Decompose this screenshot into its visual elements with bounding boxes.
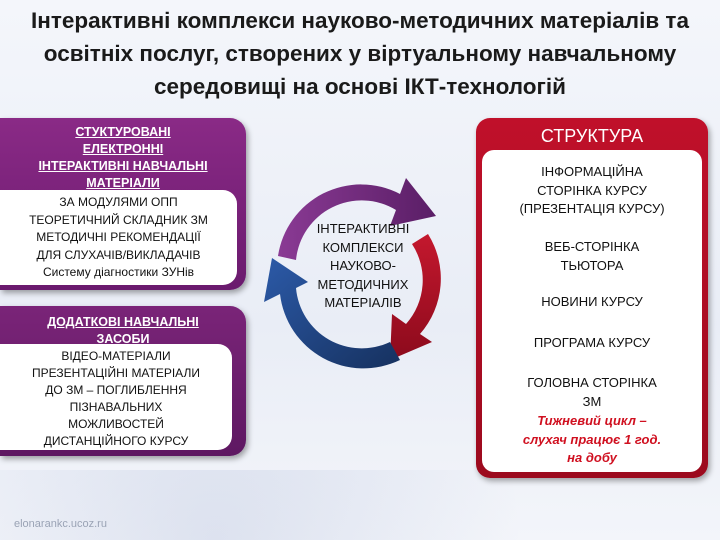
weekly-cycle-note: Тижневий цикл – слухач працює 1 год. на … <box>482 412 702 468</box>
program-item: ПРОГРАМА КУРСУ <box>482 334 702 353</box>
arrow-segment-left <box>264 258 400 369</box>
list-item: ПРЕЗЕНТАЦІЙНІ МАТЕРІАЛИ <box>32 366 200 380</box>
item-line: ІНФОРМАЦІЙНА <box>541 164 643 179</box>
item-line: ГОЛОВНА СТОРІНКА <box>527 375 657 390</box>
list-item: ДИСТАНЦІЙНОГО КУРСУ <box>43 434 189 448</box>
list-item: ДЛЯ СЛУХАЧІВ/ВИКЛАДАЧІВ <box>36 247 201 262</box>
item-line: СТОРІНКА КУРСУ <box>537 182 647 198</box>
info-page-item: ІНФОРМАЦІЙНА СТОРІНКА КУРСУ (ПРЕЗЕНТАЦІЯ… <box>482 163 702 219</box>
center-label: ІНТЕРАКТИВНІ КОМПЛЕКСИ НАУКОВО- МЕТОДИЧН… <box>298 220 428 313</box>
list-item: ПІЗНАВАЛЬНИХ <box>69 400 163 414</box>
item-line: ВЕБ-СТОРІНКА <box>544 239 640 254</box>
heading-line: МАТЕРІАЛИ <box>86 176 160 190</box>
structured-materials-card: ЗА МОДУЛЯМИ ОПП ТЕОРЕТИЧНИЙ СКЛАДНИК ЗМ … <box>0 190 237 285</box>
additional-tools-heading: ДОДАТКОВІ НАВЧАЛЬНІ ЗАСОБИ <box>0 314 246 348</box>
decorative-footer-glow <box>0 470 720 540</box>
list-item: Систему діагностики ЗУНів <box>42 265 195 279</box>
cycle-arrows-icon <box>264 178 441 369</box>
item-line: слухач працює 1 год. <box>522 431 662 447</box>
center-line: МАТЕРІАЛІВ <box>324 295 402 310</box>
item-line: НОВИНИ КУРСУ <box>541 294 643 309</box>
title-line-1: Інтерактивні комплекси науково-методични… <box>31 8 689 33</box>
item-line: (ПРЕЗЕНТАЦІЯ КУРСУ) <box>519 201 665 216</box>
list-item: ЗА МОДУЛЯМИ ОПП <box>59 195 178 209</box>
main-page-item: ГОЛОВНА СТОРІНКА ЗМ <box>482 374 702 411</box>
center-line: ІНТЕРАКТИВНІ <box>316 221 410 236</box>
heading-line: ІНТЕРАКТИВНІ НАВЧАЛЬНІ <box>38 159 208 173</box>
list-item: МЕТОДИЧНІ РЕКОМЕНДАЦІЇ <box>36 230 201 244</box>
heading-line: ЕЛЕКТРОННІ <box>82 142 164 156</box>
item-line: ЗМ <box>582 393 602 409</box>
news-item: НОВИНИ КУРСУ <box>482 293 702 312</box>
arrow-segment-right <box>390 234 441 360</box>
tutor-page-item: ВЕБ-СТОРІНКА ТЬЮТОРА <box>482 238 702 275</box>
center-line: НАУКОВО- <box>330 258 396 273</box>
list-item: ДО ЗМ – ПОГЛИБЛЕННЯ <box>45 383 187 397</box>
heading-line: ЗАСОБИ <box>96 332 150 346</box>
item-line: на добу <box>567 450 617 465</box>
footer-url: elonarankc.ucoz.ru <box>14 518 107 530</box>
list-item: МОЖЛИВОСТЕЙ <box>68 417 164 431</box>
list-item: ВІДЕО-МАТЕРІАЛИ <box>61 349 171 363</box>
item-line: ТЬЮТОРА <box>560 257 624 273</box>
item-line: Тижневий цикл – <box>537 413 647 428</box>
heading-line: СТУКТУРОВАНІ <box>75 125 171 139</box>
structured-materials-heading: СТУКТУРОВАНІ ЕЛЕКТРОННІ ІНТЕРАКТИВНІ НАВ… <box>0 124 246 192</box>
structure-card <box>482 150 702 472</box>
list-item: ТЕОРЕТИЧНИЙ СКЛАДНИК ЗМ <box>29 212 208 227</box>
heading-line: ДОДАТКОВІ НАВЧАЛЬНІ <box>47 315 199 329</box>
slide-title: Інтерактивні комплекси науково-методични… <box>0 4 720 103</box>
center-line: МЕТОДИЧНИХ <box>317 276 409 292</box>
title-line-3: середовищі на основі ІКТ-технологій <box>154 74 566 99</box>
additional-tools-card: ВІДЕО-МАТЕРІАЛИ ПРЕЗЕНТАЦІЙНІ МАТЕРІАЛИ … <box>0 344 232 450</box>
center-line: КОМПЛЕКСИ <box>322 239 404 255</box>
structure-heading: СТРУКТУРА <box>540 126 644 146</box>
arrow-segment-top <box>278 178 436 260</box>
title-line-2: освітніх послуг, створених у віртуальном… <box>43 41 677 66</box>
item-line: ПРОГРАМА КУРСУ <box>533 335 651 350</box>
